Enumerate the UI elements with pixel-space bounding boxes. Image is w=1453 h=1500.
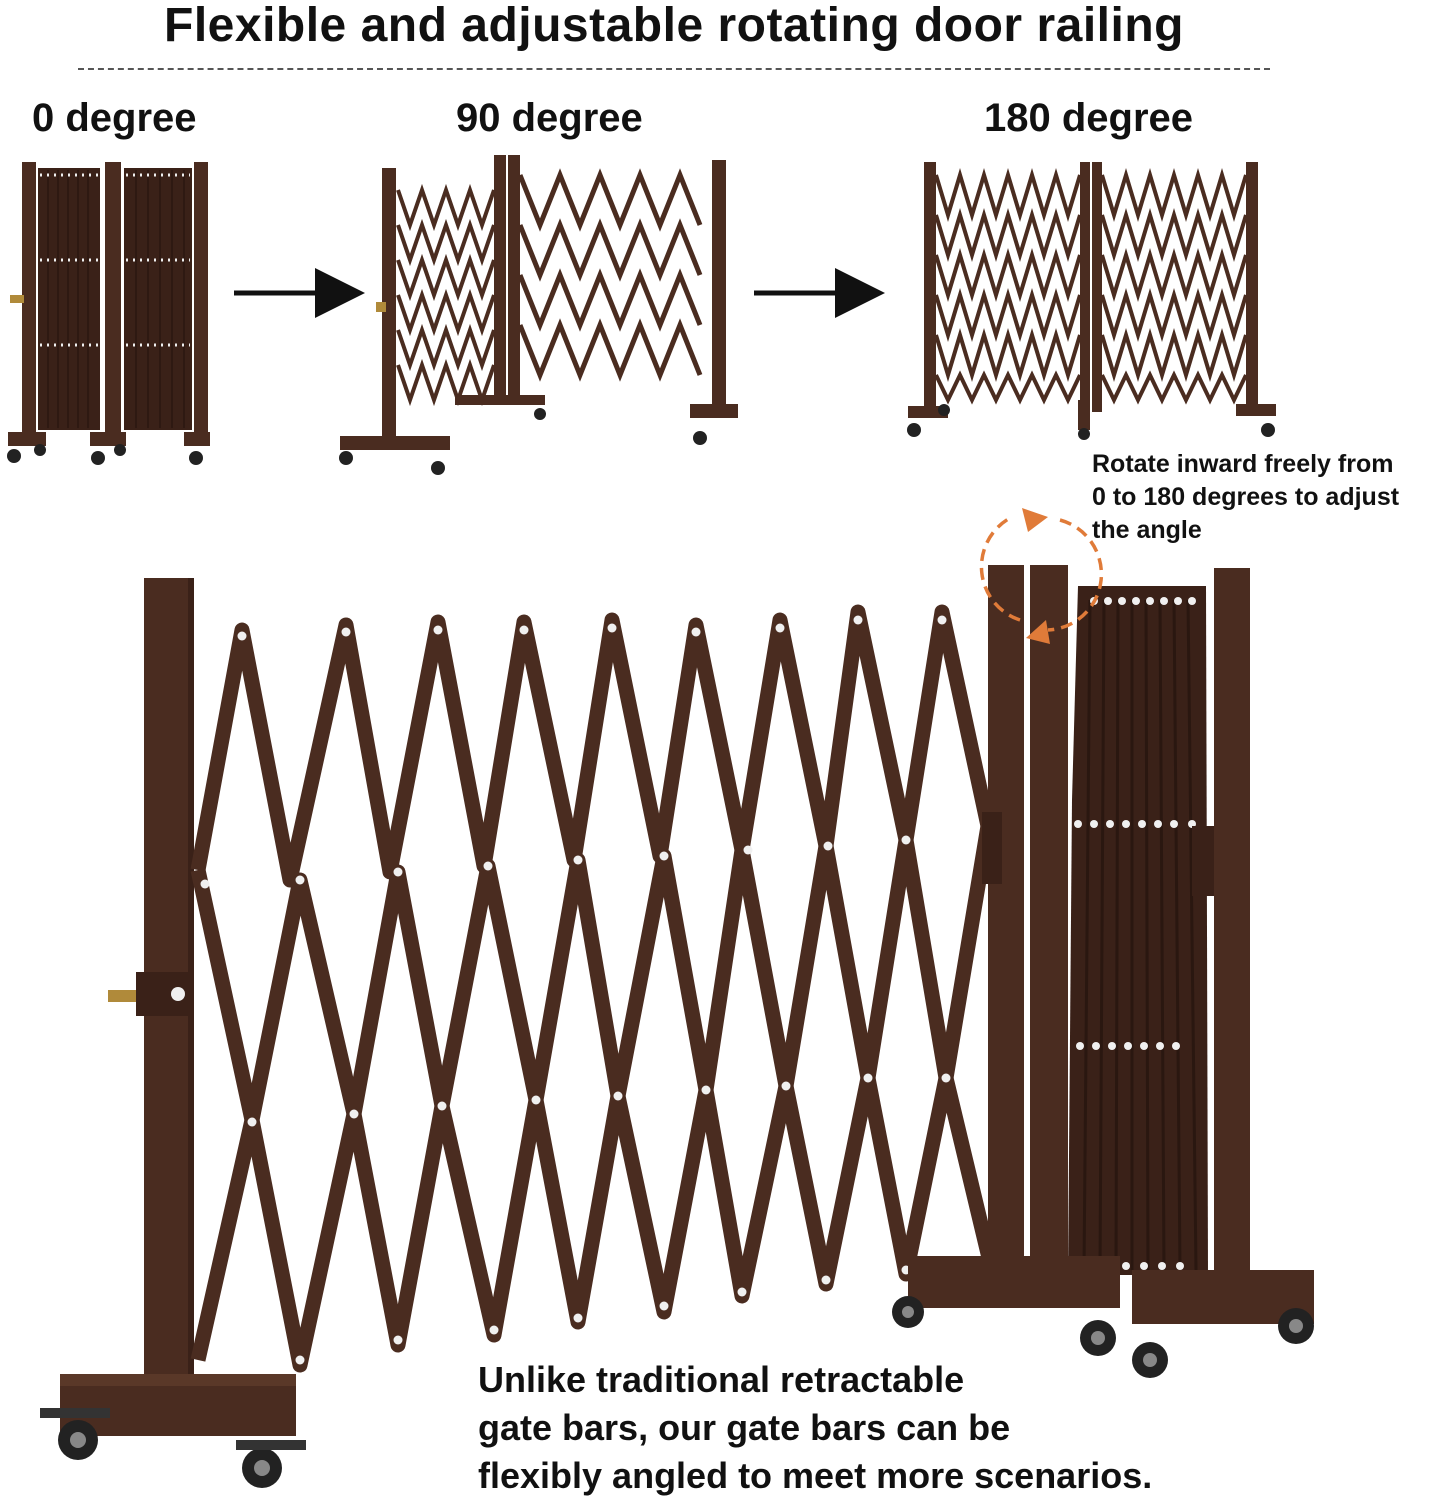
caption-line-2: gate bars, our gate bars can be xyxy=(478,1407,1011,1448)
gate-180-degree xyxy=(907,162,1276,440)
rotate-note-line-1: Rotate inward freely from xyxy=(1092,450,1394,478)
gate-90-degree xyxy=(339,155,738,475)
rotate-arrows-icon xyxy=(979,516,1104,632)
gate-0-degree xyxy=(7,162,210,465)
title-divider xyxy=(78,68,1270,70)
stage-label-90: 90 degree xyxy=(456,96,643,140)
stage-label-0: 0 degree xyxy=(32,96,197,140)
stage-label-180: 180 degree xyxy=(984,96,1194,140)
gate-large xyxy=(40,565,1314,1488)
rotate-note-line-2: 0 to 180 degrees to adjust xyxy=(1092,483,1400,511)
page-title: Flexible and adjustable rotating door ra… xyxy=(164,0,1184,52)
rotate-note-line-3: the angle xyxy=(1092,516,1202,544)
caption-line-1: Unlike traditional retractable xyxy=(478,1359,965,1400)
caption-line-3: flexibly angled to meet more scenarios. xyxy=(478,1455,1153,1496)
